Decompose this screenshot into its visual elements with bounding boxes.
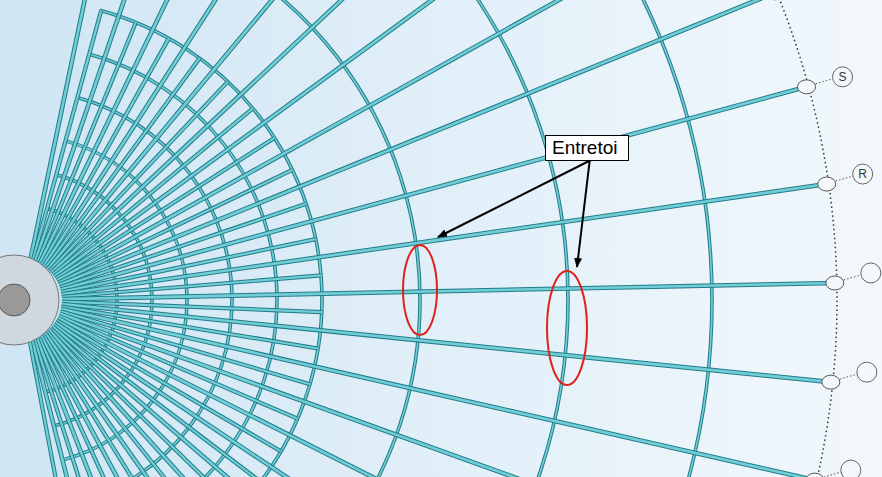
grid-circle	[861, 263, 881, 283]
grid-leader	[824, 472, 841, 477]
spoke	[45, 333, 491, 477]
spoke	[53, 108, 253, 274]
spoke	[49, 330, 568, 477]
spoke	[54, 0, 678, 276]
grid-label: S	[839, 70, 847, 84]
spoke	[51, 0, 614, 273]
spoke	[61, 239, 316, 292]
spoke	[54, 0, 678, 276]
spoke	[62, 184, 827, 294]
callout-box: Entretoi	[545, 135, 629, 161]
spoke	[62, 304, 831, 382]
spoke	[29, 339, 77, 477]
grid-circle	[857, 362, 877, 382]
rim-arc	[163, 0, 568, 477]
hub	[0, 255, 59, 345]
spoke	[32, 339, 222, 477]
grid-leader	[816, 79, 833, 84]
spoke	[61, 87, 807, 290]
grid-circle	[853, 164, 873, 184]
spoke	[62, 304, 831, 382]
spoke	[53, 108, 253, 274]
grid-bubble	[826, 276, 844, 290]
spoke	[52, 326, 637, 477]
grid-label: R	[858, 167, 867, 181]
grid-circle	[833, 67, 853, 87]
spoke	[34, 338, 113, 477]
spoke	[51, 0, 614, 273]
grid-bubble	[818, 177, 836, 191]
spoke	[60, 314, 787, 477]
rim-arc	[163, 0, 568, 477]
leader-arrow	[577, 158, 590, 267]
grid-leader	[840, 374, 857, 379]
leader-arrow	[438, 158, 595, 237]
spoke	[36, 337, 316, 477]
spoke	[57, 0, 732, 280]
spoke	[34, 338, 113, 477]
spoke	[61, 239, 316, 292]
spoke	[52, 326, 637, 477]
callout-text: Entretoi	[546, 136, 628, 160]
spoke	[36, 337, 316, 477]
spoke	[60, 314, 787, 477]
spoke	[62, 184, 827, 294]
grid-leader	[836, 176, 853, 181]
spoke	[32, 339, 222, 477]
spoke	[62, 283, 835, 299]
grid-bubble	[822, 375, 840, 389]
grid-leader	[844, 275, 861, 280]
spoke	[57, 0, 732, 280]
grid-bubble	[798, 80, 816, 94]
highlight-ellipse	[547, 271, 587, 385]
highlight-ellipse	[403, 245, 437, 335]
spoke	[45, 333, 491, 477]
spoke	[61, 87, 807, 290]
spoke	[49, 330, 568, 477]
spoke	[62, 283, 835, 299]
grid-circle	[841, 460, 861, 477]
grid-bubble	[806, 473, 824, 477]
hub-core	[0, 284, 30, 316]
spoke	[29, 339, 77, 477]
